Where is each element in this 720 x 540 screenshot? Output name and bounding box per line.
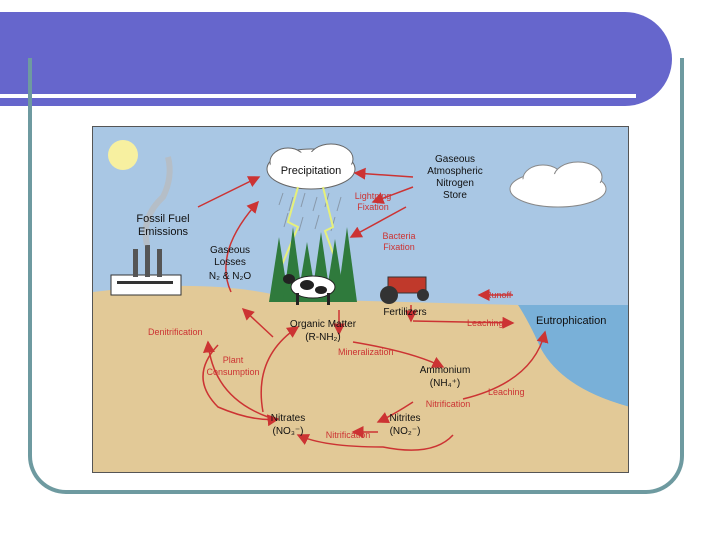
label-gaseous-losses: Gaseous Losses N₂ & N₂O [209, 245, 251, 282]
svg-text:(R-NH₂): (R-NH₂) [305, 332, 341, 343]
nitrogen-cycle-diagram: Precipitation Gaseous Atmospheric Nitrog… [92, 126, 629, 473]
label-organic-matter: Organic Matter (R-NH₂) [290, 319, 357, 343]
svg-text:Nitrogen: Nitrogen [436, 178, 474, 189]
svg-text:Fixation: Fixation [383, 242, 415, 252]
cow-icon [283, 274, 336, 305]
sun-icon [108, 140, 138, 170]
label-leaching-top: Leaching [467, 318, 504, 328]
svg-text:N₂ & N₂O: N₂ & N₂O [209, 271, 251, 282]
label-nitrites: Nitrites (NO₂⁻) [389, 413, 420, 437]
svg-text:Gaseous: Gaseous [435, 154, 475, 165]
svg-text:Ammonium: Ammonium [420, 365, 471, 376]
label-lightning: Lightning Fixation [355, 191, 392, 212]
svg-text:(NO₃⁻): (NO₃⁻) [272, 426, 303, 437]
label-gaseous-store: Gaseous Atmospheric Nitrogen Store [427, 154, 483, 201]
soil [93, 285, 628, 472]
cycle-arrows [197, 167, 549, 451]
svg-text:Nitrates: Nitrates [271, 413, 305, 424]
label-leaching-right: Leaching [488, 387, 525, 397]
svg-text:Emissions: Emissions [138, 226, 189, 238]
svg-text:Fixation: Fixation [357, 202, 389, 212]
factory-icon [110, 156, 182, 296]
label-fertilizers: Fertilizers [383, 307, 426, 318]
svg-text:Losses: Losses [214, 257, 246, 268]
label-nitrification-bottom: Nitrification [326, 430, 371, 440]
svg-text:(NO₂⁻): (NO₂⁻) [390, 426, 421, 437]
svg-text:Store: Store [443, 190, 467, 201]
svg-text:Plant: Plant [223, 355, 244, 365]
lightning-bolt-icon [322, 186, 339, 268]
svg-text:Fossil Fuel: Fossil Fuel [136, 213, 189, 225]
svg-text:Atmospheric: Atmospheric [427, 166, 483, 177]
svg-text:Bacteria: Bacteria [382, 231, 415, 241]
title-underline [0, 94, 636, 98]
svg-text:(NH₄⁺): (NH₄⁺) [430, 378, 460, 389]
water [518, 305, 628, 407]
slide-title-bar [0, 12, 672, 106]
svg-text:Organic Matter: Organic Matter [290, 319, 357, 330]
svg-text:Gaseous: Gaseous [210, 245, 250, 256]
label-precipitation: Precipitation [281, 165, 342, 177]
label-fossil-fuel: Fossil Fuel Emissions [136, 213, 189, 238]
label-eutrophication: Eutrophication [536, 315, 606, 327]
label-runoff: Runoff [485, 290, 512, 300]
label-ammonium: Ammonium (NH₄⁺) [420, 365, 471, 389]
slide-frame [28, 58, 684, 494]
label-nitrates: Nitrates (NO₃⁻) [271, 413, 305, 437]
nitrogen-cycle-svg: Precipitation Gaseous Atmospheric Nitrog… [93, 127, 628, 472]
label-denitrification: Denitrification [148, 327, 203, 337]
label-plant-consumption: Plant Consumption [206, 355, 259, 377]
tractor-icon [380, 276, 429, 304]
label-nitrification-mid: Nitrification [426, 399, 471, 409]
sky [93, 127, 628, 307]
svg-text:Nitrites: Nitrites [389, 413, 420, 424]
label-mineralization: Mineralization [338, 347, 394, 357]
lightning-bolt-icon [280, 186, 300, 268]
label-bacteria: Bacteria Fixation [382, 231, 415, 252]
svg-text:Lightning: Lightning [355, 191, 392, 201]
svg-text:Consumption: Consumption [206, 367, 259, 377]
atmosphere-cloud-icon [509, 161, 607, 208]
